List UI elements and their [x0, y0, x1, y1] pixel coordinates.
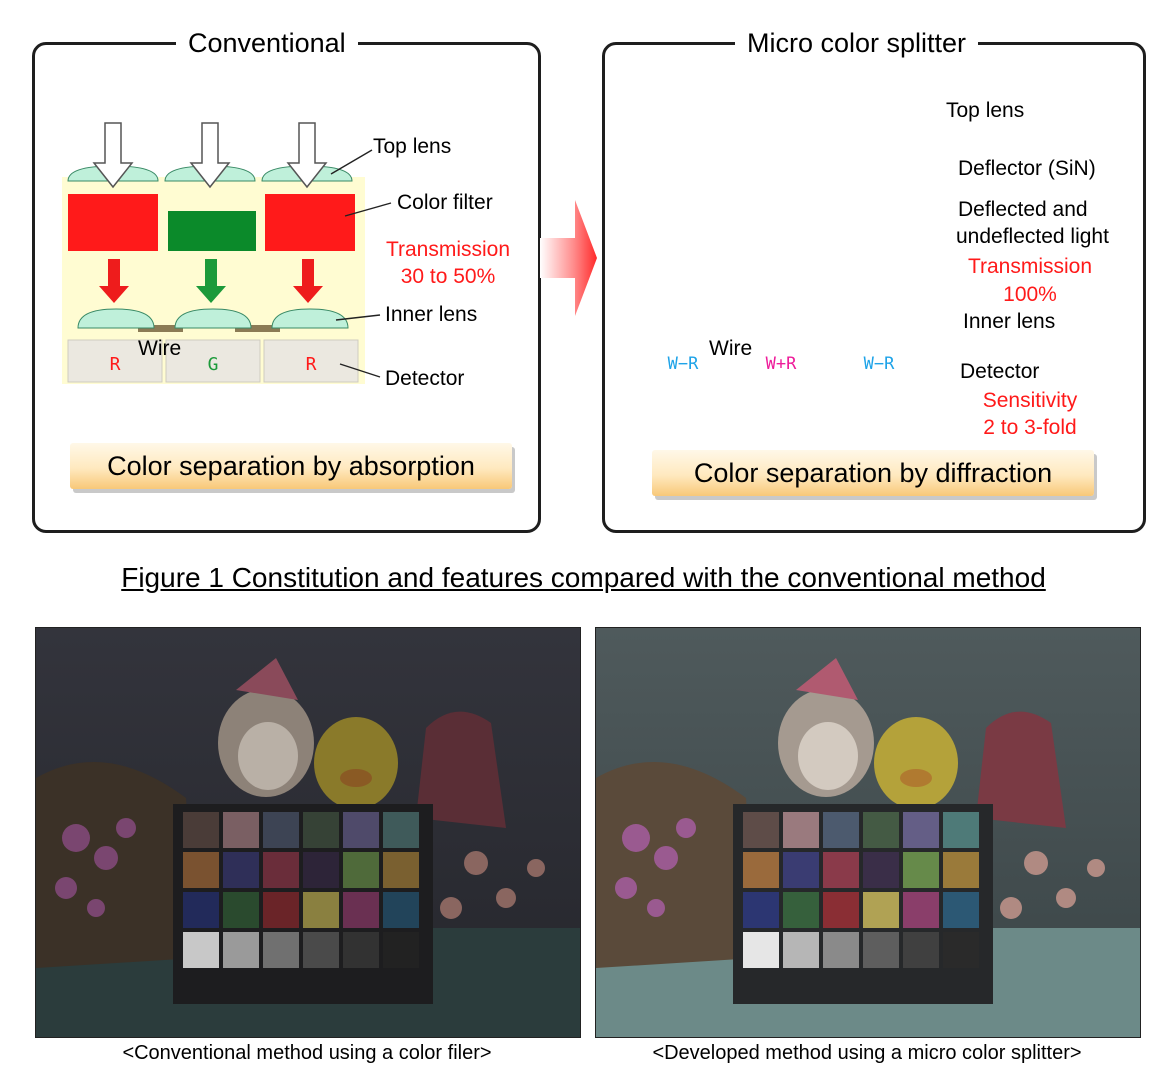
red-filter-right [265, 194, 355, 251]
splitter-top-lens-label: Top lens [946, 99, 1025, 122]
detector-letter-g: G [207, 354, 219, 375]
splitter-inner-lens-label: Inner lens [963, 310, 1056, 333]
deflected-light-label-2: undeflected light [956, 225, 1109, 248]
conventional-detector-label: Detector [385, 367, 465, 390]
color-filter-label: Color filter [397, 191, 493, 214]
red-arrow-left [99, 259, 129, 303]
green-arrow [196, 259, 226, 303]
detector-letter-r-right: R [305, 354, 317, 375]
micro-color-splitter-title: Micro color splitter [735, 27, 979, 59]
conventional-transmission-value: 30 to 50% [400, 265, 496, 288]
deflector-label: Deflector (SiN) [958, 157, 1096, 180]
splitter-wire-label: Wire [709, 337, 753, 360]
detector-letter-w-minus-r-left: W−R [667, 354, 699, 374]
splitter-detector-label: Detector [960, 360, 1040, 383]
diffraction-banner: Color separation by diffraction [652, 450, 1094, 496]
detector-letter-w-minus-r-right: W−R [863, 354, 895, 374]
color-checker-conventional [183, 812, 419, 968]
transition-arrow [540, 200, 597, 316]
figure-title: Figure 1 Constitution and features compa… [121, 562, 1046, 593]
conventional-title: Conventional [176, 27, 358, 59]
conventional-detectors [67, 339, 359, 383]
sensitivity-label: Sensitivity [982, 389, 1078, 412]
conventional-incoming-arrows [92, 122, 328, 189]
red-filter-left [68, 194, 158, 251]
absorption-banner: Color separation by absorption [70, 443, 512, 489]
conventional-leader-lines [330, 149, 392, 378]
sensitivity-value: 2 to 3-fold [983, 416, 1077, 439]
conventional-transmission-label: Transmission [385, 238, 511, 261]
developed-caption: <Developed method using a micro color sp… [652, 1042, 1082, 1064]
conventional-photo-scene [36, 628, 580, 1037]
red-arrow-right [293, 259, 323, 303]
green-filter [168, 211, 256, 251]
conventional-wires [138, 325, 280, 332]
developed-photo [595, 627, 1141, 1038]
color-checker-developed [743, 812, 979, 968]
detector-letter-r-left: R [109, 354, 121, 375]
conventional-caption: <Conventional method using a color filer… [122, 1042, 492, 1064]
developed-photo-scene [596, 628, 1140, 1037]
splitter-transmission-label: Transmission [967, 255, 1093, 278]
conventional-inner-lenses [77, 308, 349, 329]
deflected-light-label-1: Deflected and [958, 198, 1088, 221]
detector-letter-w-plus-r: W+R [765, 354, 797, 374]
conventional-inner-lens-label: Inner lens [385, 303, 478, 326]
conventional-top-lens-label: Top lens [373, 135, 452, 158]
conventional-photo [35, 627, 581, 1038]
conventional-wire-label: Wire [138, 337, 182, 360]
splitter-transmission-value: 100% [1003, 283, 1057, 306]
